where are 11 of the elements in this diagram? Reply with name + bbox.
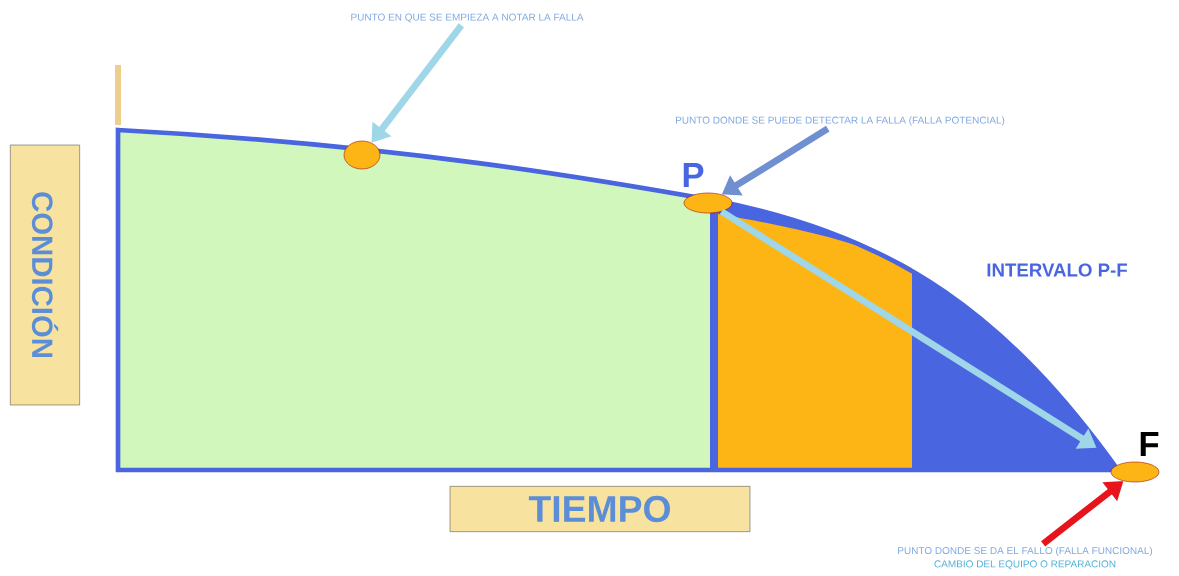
point-marker (343, 140, 381, 170)
axis-label-box: CONDICIÓN (10, 144, 80, 406)
point-marker (683, 192, 733, 214)
point-letter: P (683, 163, 704, 187)
annotation-text: PUNTO EN QUE SE EMPIEZA A NOTAR LA FALLA (351, 13, 584, 23)
annotation-text: PUNTO DONDE SE PUEDE DETECTAR LA FALLA (FALLA POTENCIAL) (675, 116, 1005, 126)
axis-label-box: TIEMPO (449, 486, 751, 532)
point-letter: F (1140, 432, 1159, 456)
point-marker (1110, 461, 1160, 483)
annotation-text: PUNTO DONDE SE DA EL FALLO (FALLA FUNCIONAL) CAMBIO DEL EQUIPO O REPARACION (898, 546, 1153, 570)
region-label: INTERVALO P-F (987, 263, 1127, 277)
